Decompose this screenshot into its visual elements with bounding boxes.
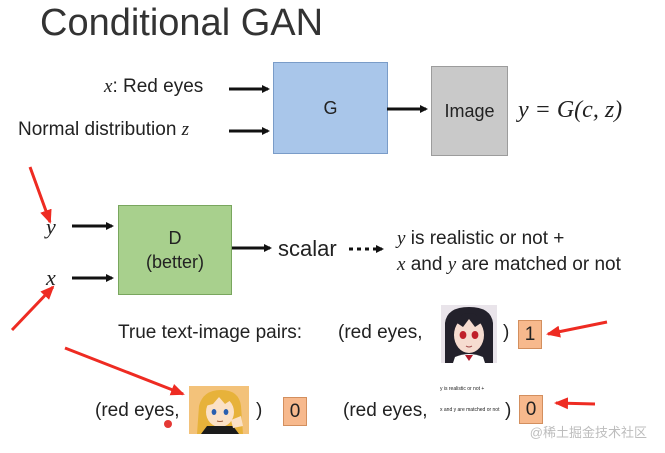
generator-input-z: Normal distribution z (18, 119, 189, 141)
text-image-line-1: y is realistic or not + (440, 386, 485, 392)
true-pair-close-paren: ) (503, 322, 510, 343)
discriminator-input-y: y (46, 214, 56, 239)
generator-box: G (273, 62, 388, 154)
desc-line2-mid: and (405, 254, 448, 275)
annotation-arrow-false-score (554, 397, 596, 410)
desc-var-y: y (397, 228, 406, 249)
discriminator-desc-line1: y is realistic or not + (397, 228, 564, 250)
text-image-line-2: x and y are matched or not (440, 407, 500, 413)
desc-var-x: x (397, 254, 406, 275)
false-pair-1-close-paren: ) (256, 400, 263, 421)
cursor-dot (164, 420, 172, 428)
input-x-label: : Red eyes (112, 76, 204, 97)
watermark: @稀土掘金技术社区 (529, 425, 647, 440)
generator-equation: y = G(c, z) (518, 97, 623, 123)
image-label: Image (444, 100, 495, 121)
false-pair-2-score: 0 (519, 395, 543, 424)
anime-girl-red-eyes-image (441, 305, 497, 363)
scalar-label: scalar (278, 236, 337, 261)
annotation-arrow-y (28, 166, 52, 224)
page-title: Conditional GAN (40, 2, 324, 44)
false-pair-2-text: (red eyes, (343, 400, 428, 421)
discriminator-input-x: x (46, 265, 56, 290)
anime-boy-drawing (189, 386, 249, 434)
discriminator-label: D (168, 228, 182, 248)
true-pair-text: (red eyes, (338, 322, 423, 343)
generator-label: G (323, 97, 338, 118)
input-z-label: Normal distribution (18, 119, 182, 140)
annotation-arrow-x (10, 285, 55, 332)
true-pairs-label: True text-image pairs: (118, 322, 303, 343)
var-z: z (181, 119, 190, 140)
discriminator-box: D (better) (118, 205, 232, 295)
false-pair-1-text: (red eyes, (95, 400, 180, 421)
text-as-image: y is realistic or not + x and y are matc… (440, 386, 500, 430)
discriminator-desc-line2: x and y are matched or not (397, 254, 621, 276)
desc-line1-text: is realistic or not + (405, 228, 565, 249)
annotation-arrow-true-score (546, 320, 608, 338)
anime-girl-drawing (441, 305, 497, 363)
desc-line2-end: are matched or not (456, 254, 621, 275)
desc-var-y2: y (447, 254, 457, 275)
image-box: Image (431, 66, 508, 156)
annotation-arrow-boy-image (64, 346, 185, 396)
false-pair-2-close-paren: ) (505, 400, 512, 421)
false-pair-1-score: 0 (283, 397, 307, 426)
discriminator-sublabel: (better) (145, 252, 205, 272)
generator-input-x: x: Red eyes (104, 76, 203, 98)
true-pair-score: 1 (518, 320, 542, 349)
anime-boy-image (189, 386, 249, 434)
var-x: x (104, 76, 113, 97)
